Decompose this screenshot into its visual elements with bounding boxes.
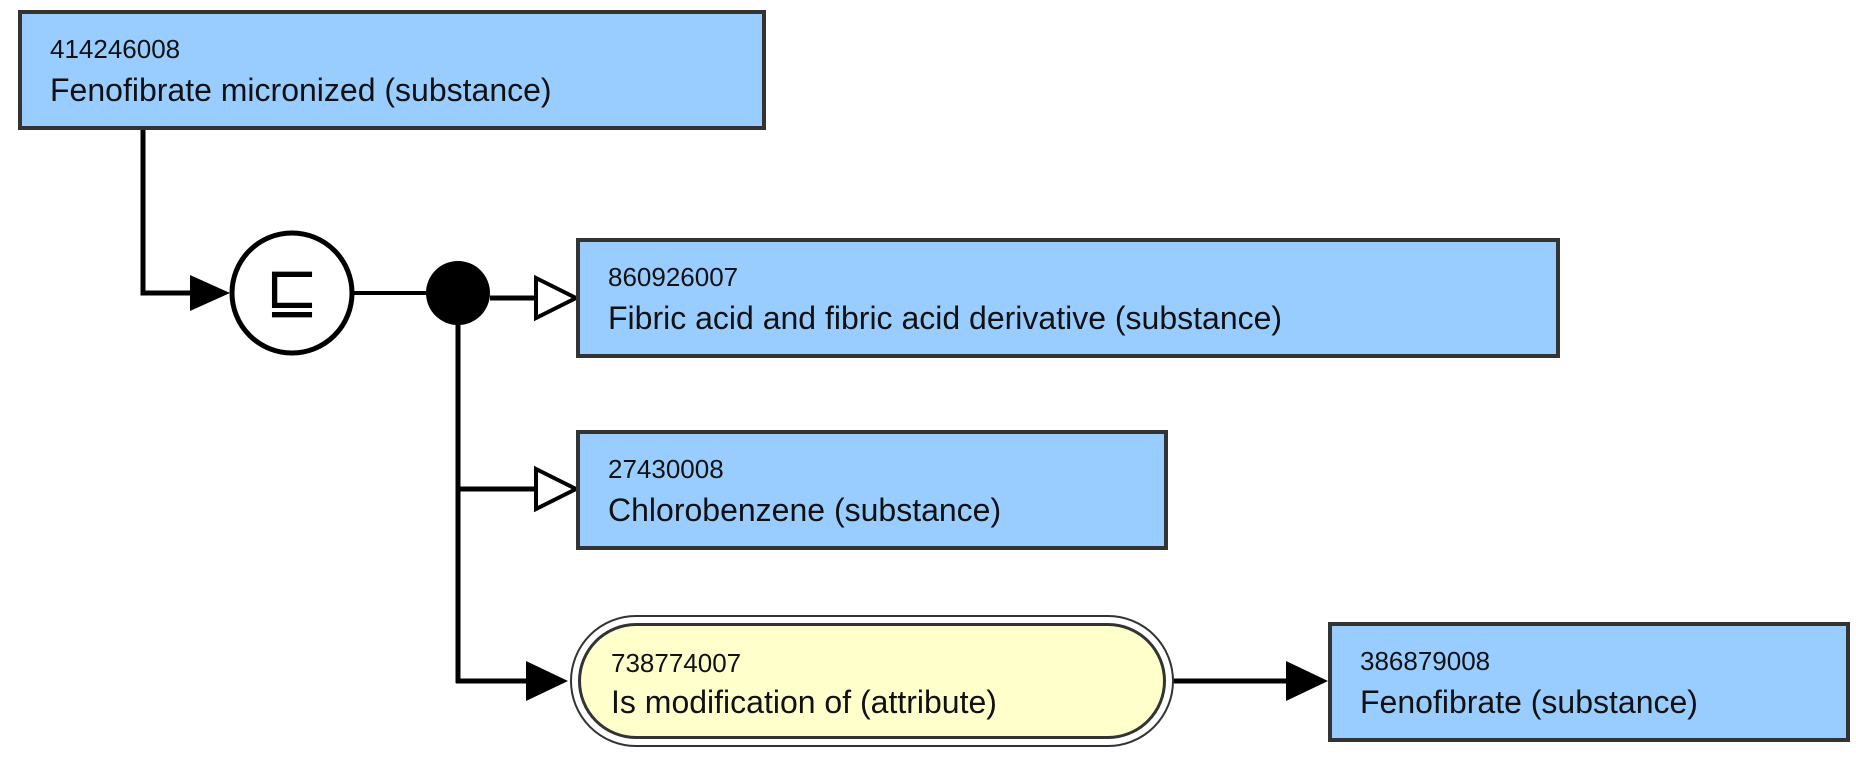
isa-arrowhead-hollow	[534, 274, 581, 322]
concept-id: 27430008	[608, 454, 724, 484]
attribute-box-outline	[570, 615, 1174, 747]
attribute-box-is-modification-of[interactable]: 738774007 Is modification of (attribute)	[578, 623, 1166, 739]
arrowhead-filled	[190, 275, 230, 311]
concept-id: 386879008	[1360, 646, 1491, 676]
concept-id: 414246008	[50, 34, 181, 64]
concept-term: Fenofibrate (substance)	[1360, 684, 1698, 720]
conjunction-dot	[426, 261, 490, 325]
concept-box-root[interactable]: 414246008 Fenofibrate micronized (substa…	[18, 10, 766, 130]
concept-box-parent-fibric-acid[interactable]: 860926007 Fibric acid and fibric acid de…	[576, 238, 1560, 358]
attribute-term: Is modification of (attribute)	[611, 684, 997, 720]
definition-status-symbol: ⊑	[265, 254, 319, 328]
concept-id: 860926007	[608, 262, 739, 292]
concept-term: Fenofibrate micronized (substance)	[50, 72, 552, 108]
isa-arrowhead-hollow	[534, 465, 581, 513]
attribute-id: 738774007	[611, 648, 742, 678]
concept-box-parent-chlorobenzene[interactable]: 27430008 Chlorobenzene (substance)	[576, 430, 1168, 550]
concept-box-value-fenofibrate[interactable]: 386879008 Fenofibrate (substance)	[1328, 622, 1850, 742]
arrowhead-filled	[526, 661, 568, 701]
concept-term: Fibric acid and fibric acid derivative (…	[608, 300, 1283, 336]
arrowhead-filled	[1286, 661, 1328, 701]
concept-term: Chlorobenzene (substance)	[608, 492, 1002, 528]
connector-root-to-definition	[140, 128, 192, 296]
